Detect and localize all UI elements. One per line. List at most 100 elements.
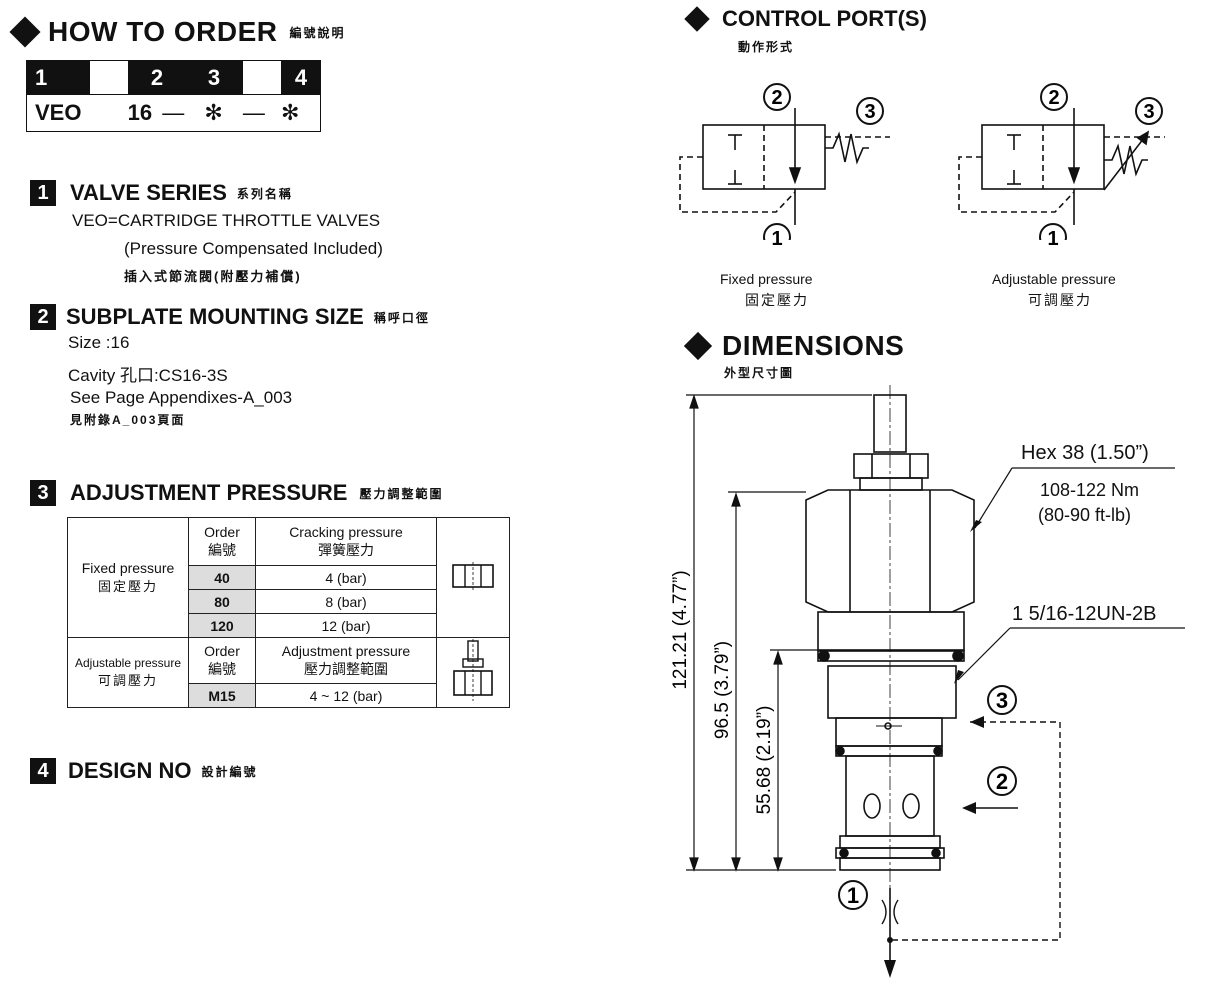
order-pos-3: 3 <box>185 60 243 95</box>
fixed-port-3: 3 <box>864 101 875 123</box>
adjustable-pressure-label-cell: Adjustable pressure 可調壓力 <box>67 637 189 708</box>
valve-series-heading: 1 VALVE SERIES 系列名稱 <box>30 180 293 206</box>
adjustable-pressure-label: Adjustable pressure <box>74 656 182 670</box>
valve-series-line1: VEO=CARTRIDGE THROTTLE VALVES <box>72 211 381 230</box>
design-title-cn: 設計編號 <box>201 764 258 779</box>
fixed-pressure-label: Fixed pressure <box>81 560 175 576</box>
adjustable-port-1-marker: 1 <box>1047 228 1058 250</box>
order-code-size: 16 <box>127 100 153 125</box>
fixed-symbol-cell <box>436 517 510 638</box>
dim-total-length: 121.21 (4.77”) <box>670 570 691 689</box>
torque-ftlb-label: (80-90 ft-lb) <box>1038 505 1132 525</box>
subplate-cavity: Cavity 孔口:CS16-3S <box>68 366 228 385</box>
diamond-bullet-icon <box>683 331 713 361</box>
torque-nm-label: 108-122 Nm <box>1040 480 1140 500</box>
dim-port-3: 3 <box>996 688 1008 713</box>
subplate-see-cn: 見附錄A_003頁面 <box>70 413 186 427</box>
adj-header-cn: 壓力調整範圍 <box>304 660 388 677</box>
adj-order-header-cn: 編號 <box>208 660 236 677</box>
dim-port-1: 1 <box>847 883 859 908</box>
dimensions-title: DIMENSIONS <box>722 330 905 361</box>
order-header: Order <box>204 523 240 540</box>
fixed-pressure-label-cn: 固定壓力 <box>97 579 158 594</box>
order-code-dash1: — <box>162 100 185 125</box>
order-code-series: VEO <box>35 100 82 125</box>
section-number-4: 4 <box>30 758 56 784</box>
valve-series-line2: (Pressure Compensated Included) <box>124 239 383 258</box>
adjustable-symbol-cell <box>436 637 510 708</box>
subplate-title: SUBPLATE MOUNTING SIZE <box>66 304 364 329</box>
fixed-pressure-caption: Fixed pressure <box>720 271 813 287</box>
design-heading: 4 DESIGN NO 設計編號 <box>30 758 257 784</box>
fixed-port-2: 2 <box>771 87 782 109</box>
design-title: DESIGN NO <box>68 758 192 783</box>
adjustable-pressure-symbol <box>958 108 1165 225</box>
fixed-order-120: 120 <box>188 613 256 638</box>
fixed-cap-icon <box>452 562 494 590</box>
valve-series-title: VALVE SERIES <box>70 180 227 205</box>
adj-value-m15: 4 ~ 12 (bar) <box>255 683 437 708</box>
fixed-order-80: 80 <box>188 589 256 614</box>
adj-order-m15: M15 <box>188 683 256 708</box>
fixed-pressure-label-cell: Fixed pressure 固定壓力 <box>67 517 189 638</box>
adjustment-heading: 3 ADJUSTMENT PRESSURE 壓力調整範圍 <box>30 480 444 506</box>
order-pos-2: 2 <box>128 60 186 95</box>
section-number-3: 3 <box>30 480 56 506</box>
adj-order-header-cell: Order 編號 <box>188 637 256 684</box>
adjustable-screw-icon <box>453 639 493 701</box>
subplate-title-cn: 稱呼口徑 <box>373 310 430 325</box>
fixed-port-1: 1 <box>771 228 782 250</box>
adj-order-header: Order <box>204 642 240 659</box>
adj-header-cell: Adjustment pressure 壓力調整範圍 <box>255 637 437 684</box>
valve-series-line3: 插入式節流閥(附壓力補償) <box>124 269 302 284</box>
order-pos-4: 4 <box>281 60 321 95</box>
order-code-dash2: — <box>242 100 265 125</box>
how-to-order-title-cn: 編號說明 <box>289 25 346 40</box>
subplate-size: Size :16 <box>68 333 130 352</box>
fixed-value-40: 4 (bar) <box>255 565 437 590</box>
control-port-title: CONTROL PORT(S) <box>722 6 927 31</box>
fixed-pressure-caption-cn: 固定壓力 <box>745 292 809 308</box>
dim-low-length: 55.68 (2.19”) <box>754 706 775 815</box>
how-to-order-heading: HOW TO ORDER 編號說明 <box>9 16 346 48</box>
adjustment-table: Fixed pressure 固定壓力 Order 編號 Cracking pr… <box>67 517 510 708</box>
fixed-value-80: 8 (bar) <box>255 589 437 614</box>
adjustable-pressure-caption-cn: 可調壓力 <box>1028 292 1092 308</box>
adjustable-port-3: 3 <box>1143 101 1154 123</box>
adj-header: Adjustment pressure <box>281 642 411 659</box>
section-number-2: 2 <box>30 304 56 330</box>
hex-size-label: Hex 38 (1.50”) <box>1021 442 1149 464</box>
control-port-symbols: 2 3 2 3 <box>679 83 1165 240</box>
fixed-order-40: 40 <box>188 565 256 590</box>
order-pos-1: 1 <box>26 60 90 95</box>
order-code-pressure: ✻ <box>204 100 223 125</box>
order-code: VEO 16 — ✻ — ✻ <box>26 94 321 132</box>
diamond-bullet-icon <box>9 16 41 48</box>
dimensions-heading: DIMENSIONS <box>683 330 905 362</box>
adjustment-title: ADJUSTMENT PRESSURE <box>70 480 348 505</box>
control-port-heading: CONTROL PORT(S) <box>684 6 927 32</box>
subplate-see: See Page Appendixes-A_003 <box>70 388 293 407</box>
order-code-table: 1 2 3 4 VEO 16 — ✻ — ✻ <box>26 60 321 132</box>
dim-mid-length: 96.5 (3.79”) <box>712 641 733 739</box>
cracking-header: Cracking pressure <box>289 523 403 540</box>
fixed-port-1-marker: 1 <box>771 228 782 250</box>
how-to-order-title: HOW TO ORDER <box>48 16 278 47</box>
cartridge-dimension-drawing: 3 2 1 121.21 (4.77”) 96.5 (3.79”) 55.68 … <box>670 385 1185 978</box>
adjustment-title-cn: 壓力調整範圍 <box>359 486 444 501</box>
order-header-cn: 編號 <box>208 541 236 558</box>
thread-spec-label: 1 5/16-12UN-2B <box>1012 603 1157 625</box>
fixed-value-120: 12 (bar) <box>255 613 437 638</box>
subplate-heading: 2 SUBPLATE MOUNTING SIZE 稱呼口徑 <box>30 304 430 330</box>
adjustable-port-1: 1 <box>1047 228 1058 250</box>
cracking-header-cn: 彈簧壓力 <box>318 541 374 558</box>
order-code-design: ✻ <box>281 100 300 125</box>
adjustable-pressure-label-cn: 可調壓力 <box>97 673 158 688</box>
adjustable-pressure-caption: Adjustable pressure <box>992 271 1116 287</box>
diamond-bullet-icon <box>684 6 710 32</box>
fixed-pressure-symbol <box>679 108 890 225</box>
order-header-cell: Order 編號 <box>188 517 256 566</box>
control-port-title-cn: 動作形式 <box>738 40 795 54</box>
adjustable-port-2: 2 <box>1048 87 1059 109</box>
dim-port-2: 2 <box>996 769 1008 794</box>
